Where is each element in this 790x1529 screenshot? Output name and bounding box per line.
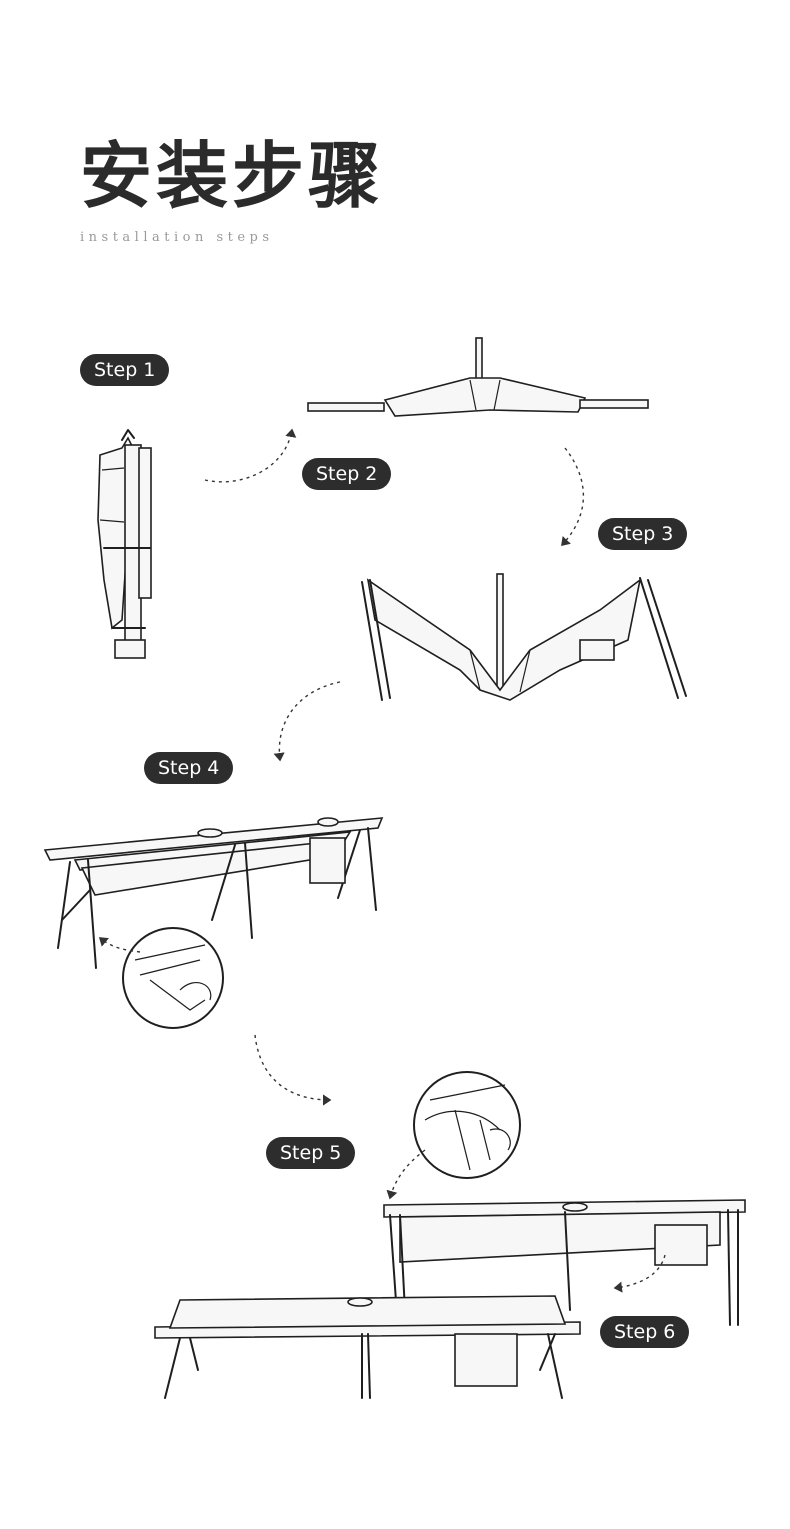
unfolding-cot-illustration [307,337,649,417]
page-subtitle: installation steps [80,230,274,245]
arrow-step2-to-step3 [561,447,585,547]
step-3-badge: Step 3 [598,518,688,550]
step-1-badge: Step 1 [80,354,170,386]
step-6-badge: Step 6 [600,1316,690,1348]
cot-with-legs-illustration [43,817,384,969]
folded-cot-illustration [97,429,152,659]
v-shape-cot-illustration [361,573,687,701]
arrow-detail-to-leg [98,937,141,953]
arrow-step1-to-step2 [204,428,297,483]
step-5-badge: Step 5 [266,1137,356,1169]
strap-detail-illustration [424,1084,511,1171]
arrow-step3-to-step4 [273,681,341,762]
leg-lock-detail-illustration [134,944,212,1011]
arrow-detail-to-strap [386,1149,426,1200]
strap-detail-circle [413,1071,521,1179]
lower-cot-illustration [154,1295,581,1399]
arrow-step5-to-step6 [613,1254,666,1293]
arrow-step4-to-step5 [254,1034,332,1106]
page-title: 安装步骤 [80,133,385,218]
leg-lock-detail-circle [122,927,224,1029]
bunk-cot-illustration [383,1199,746,1331]
step-2-badge: Step 2 [302,458,392,490]
step-4-badge: Step 4 [144,752,234,784]
